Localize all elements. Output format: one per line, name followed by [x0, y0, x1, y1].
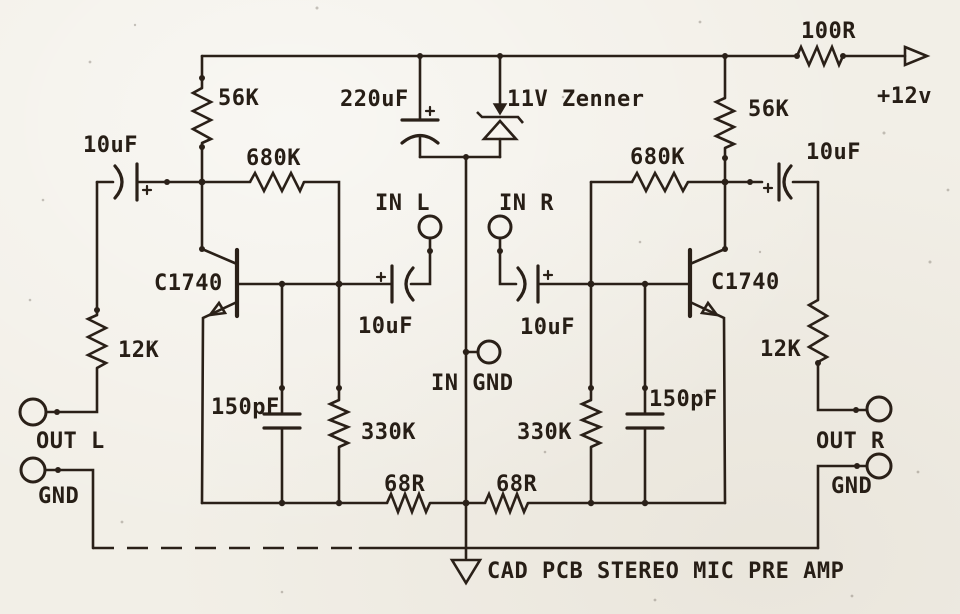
capacitor-10uf-output-right-label: 10uF: [806, 140, 861, 165]
resistor-330k-left: 330K: [326, 282, 416, 505]
capacitor-10uf-output-left: 10uF: [83, 133, 204, 202]
terminal-gnd-left: GND: [19, 456, 95, 550]
plus-polarity-icon: [375, 271, 387, 283]
terminal-out-r-label: OUT R: [816, 429, 885, 454]
terminal-in-l-label: IN L: [375, 191, 430, 216]
capacitor-10uf-output-left-label: 10uF: [83, 133, 138, 158]
resistor-12k-left-label: 12K: [118, 338, 159, 363]
zener-arrow-icon: [492, 103, 508, 116]
transistor-c1740-right-label: C1740: [711, 270, 780, 295]
terminal-gnd-left-label: GND: [38, 484, 79, 509]
terminal-in-r: IN R: [487, 191, 554, 240]
transistor-c1740-right: C1740: [536, 180, 780, 505]
capacitor-10uf-input-left-label: 10uF: [358, 314, 413, 339]
terminal-gnd-right-label: GND: [831, 474, 872, 499]
terminal-gnd-right: GND: [816, 452, 893, 550]
resistor-330k-right-label: 330K: [517, 420, 572, 445]
resistor-12k-right-label: 12K: [760, 337, 801, 362]
resistor-680k-left-label: 680K: [246, 146, 301, 171]
terminal-out-r: OUT R: [816, 395, 893, 454]
resistor-12k-right: 12K: [760, 180, 868, 412]
plus-polarity-icon: [141, 184, 153, 196]
zener-diode: 11V Zenner: [476, 54, 644, 159]
supply-arrow-icon: [903, 45, 931, 67]
transistor-c1740-left-label: C1740: [154, 271, 223, 296]
left-channel: 56K 680K 10uF 12K OUT L: [18, 54, 468, 550]
ground-symbol-icon: [449, 558, 483, 586]
resistor-56k-right-label: 56K: [748, 97, 789, 122]
capacitor-220uf: 220uF: [340, 54, 440, 159]
transistor-c1740-left: C1740: [154, 180, 394, 505]
resistor-56k-left-label: 56K: [218, 86, 259, 111]
resistor-68r-right: 68R: [464, 472, 727, 516]
capacitor-150pf-right: 150pF: [625, 282, 718, 505]
plus-polarity-icon: [542, 269, 554, 281]
resistor-68r-right-label: 68R: [496, 472, 537, 497]
right-channel: 56K 680K 10uF 12K OUT R: [464, 54, 893, 550]
resistor-56k-left: 56K: [190, 54, 259, 184]
center-ground-line: [418, 155, 502, 586]
resistor-680k-left: 680K: [200, 146, 341, 286]
plus-polarity-icon: [762, 182, 774, 194]
resistor-68r-left-label: 68R: [384, 472, 425, 497]
capacitor-150pf-left-label: 150pF: [211, 395, 280, 420]
capacitor-150pf-right-label: 150pF: [649, 387, 718, 412]
terminal-out-l: OUT L: [18, 397, 105, 454]
capacitor-10uf-input-right-label: 10uF: [520, 315, 575, 340]
schematic-caption: CAD PCB STEREO MIC PRE AMP: [487, 559, 844, 584]
resistor-330k-right: 330K: [517, 282, 604, 505]
resistor-680k-right: 680K: [589, 145, 727, 286]
resistor-100r-label: 100R: [801, 19, 856, 44]
terminal-out-l-label: OUT L: [36, 429, 105, 454]
capacitor-220uf-label: 220uF: [340, 87, 409, 112]
terminal-in-r-label: IN R: [499, 191, 554, 216]
capacitor-10uf-input-right: 10uF: [498, 236, 575, 340]
capacitor-10uf-input-left: 10uF: [358, 236, 432, 339]
scan-noise: [28, 6, 950, 602]
resistor-56k-right: 56K: [712, 54, 789, 184]
terminal-in-gnd-label: IN GND: [431, 371, 513, 396]
emitter-arrow-icon: [207, 300, 228, 317]
resistor-68r-left: 68R: [200, 472, 468, 516]
resistor-680k-right-label: 680K: [630, 145, 685, 170]
terminal-in-gnd: IN GND: [431, 339, 513, 396]
supply-voltage-label: +12v: [877, 84, 932, 109]
resistor-330k-left-label: 330K: [361, 420, 416, 445]
resistor-12k-left: 12K: [44, 180, 159, 414]
capacitor-10uf-output-right: 10uF: [723, 140, 861, 202]
resistor-100r: 100R: [795, 19, 856, 69]
junction-dots: [54, 53, 860, 507]
emitter-arrow-icon: [699, 300, 720, 317]
capacitor-150pf-left: 150pF: [211, 282, 302, 505]
plus-polarity-icon: [424, 105, 436, 117]
terminal-in-l: IN L: [375, 191, 443, 240]
zener-label: 11V Zenner: [507, 87, 644, 112]
